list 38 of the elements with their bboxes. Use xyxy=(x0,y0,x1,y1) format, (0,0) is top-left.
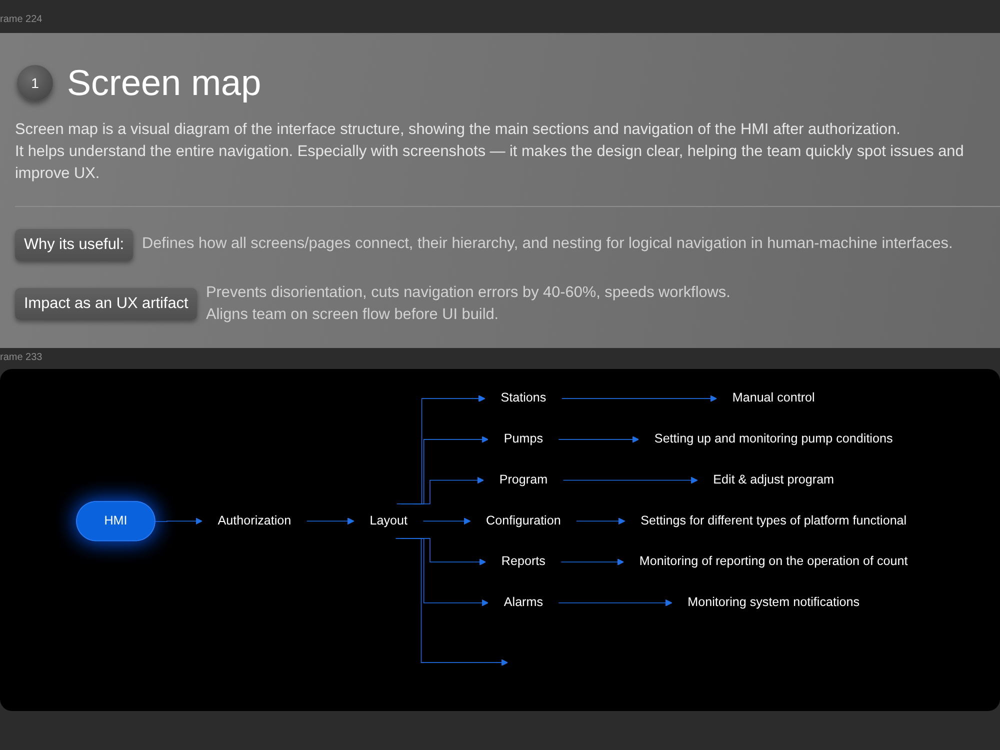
screen-label: Alarms xyxy=(504,596,543,610)
screen-label: Configuration xyxy=(486,514,561,528)
page-title: Screen map xyxy=(67,61,262,105)
start-pill: HMI xyxy=(76,501,156,542)
screen-label: Monitoring of reporting on the operation of count xyxy=(639,554,908,568)
screen-label: Authorization xyxy=(218,514,292,528)
arrow xyxy=(412,476,484,504)
arrow xyxy=(576,518,626,525)
arrow xyxy=(306,518,354,525)
arrow xyxy=(562,476,698,484)
arrow xyxy=(560,558,624,566)
section-tag: Why its useful: xyxy=(15,229,134,261)
screen-label: Program xyxy=(499,473,548,487)
section-tag: Impact as an UX artifact xyxy=(15,288,198,320)
arrow xyxy=(422,518,471,525)
screen-label: Pumps xyxy=(504,432,543,446)
tag-description: Prevents disorientation, cuts navigation errors by 40-60%, speeds workflows. xyxy=(206,284,730,302)
arrow xyxy=(561,395,717,402)
screen-label: Edit & adjust program xyxy=(713,473,834,487)
screen-label: Layout xyxy=(370,514,408,528)
screen-label: Stations xyxy=(500,392,546,405)
arrow xyxy=(395,538,508,666)
screen-label: Monitoring system notifications xyxy=(688,596,860,610)
tag-description: Aligns team on screen flow before UI build. xyxy=(206,306,499,324)
screen-label: Settings for different types of platform functional xyxy=(640,514,907,528)
arrow xyxy=(558,436,640,443)
arrow xyxy=(154,518,202,525)
screen-label: Reports xyxy=(501,554,546,568)
frame-name: rame 224 xyxy=(0,14,42,25)
arrow xyxy=(400,436,488,504)
screen-label: Setting up and monitoring pump conditions xyxy=(654,432,893,446)
arrow xyxy=(558,599,672,606)
description-text: Screen map is a visual diagram of the interface structure, showing the main sections and navigation of the HMI after authorization. xyxy=(15,120,902,140)
tag-description: Defines how all screens/pages connect, their hierarchy, and nesting for logical navigation in human-machine interfaces. xyxy=(142,235,953,253)
frame-name: rame 233 xyxy=(0,352,42,363)
screen-label: Manual control xyxy=(732,392,815,405)
description-text: It helps understand the entire navigation. Especially with screenshots — it makes the design clear, helping the team quickly spot issues and improve UX. xyxy=(15,142,965,184)
arrow xyxy=(396,395,486,504)
